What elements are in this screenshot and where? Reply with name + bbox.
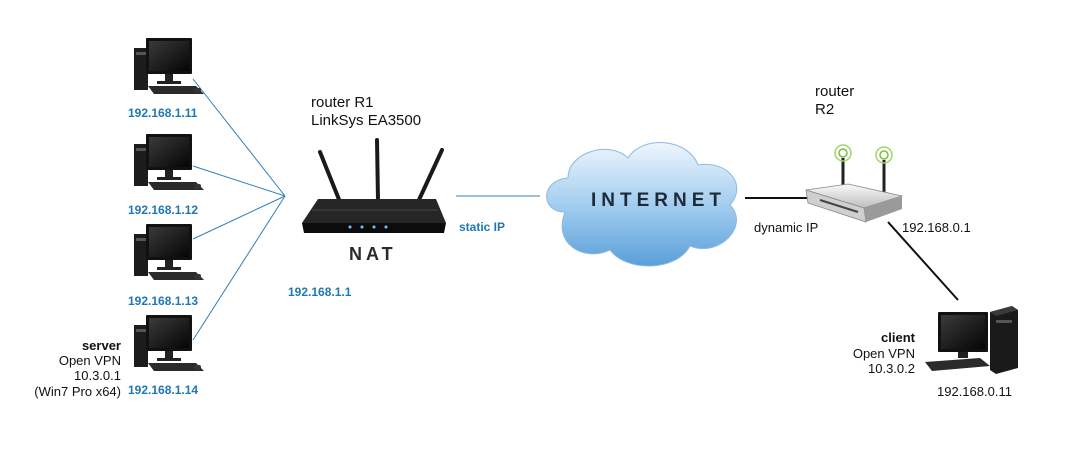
desktop-computer-icon bbox=[134, 315, 204, 371]
pc-ip-label: 192.168.1.13 bbox=[128, 294, 199, 308]
lan-link-pc3 bbox=[192, 195, 286, 240]
cloud-icon bbox=[546, 142, 738, 267]
client-vpn-ip: 10.3.0.2 bbox=[868, 361, 915, 376]
router-icon bbox=[302, 138, 446, 233]
desktop-computer-icon bbox=[134, 134, 204, 190]
server-os-label: (Win7 Pro x64) bbox=[34, 384, 121, 399]
static-ip-label: static IP bbox=[459, 220, 506, 234]
client-vpn-label: Open VPN bbox=[852, 346, 915, 361]
router-r1-lan-ip: 192.168.1.1 bbox=[288, 285, 352, 299]
router-r2-lan-ip: 192.168.0.1 bbox=[902, 220, 971, 235]
wireless-router-icon bbox=[805, 144, 904, 223]
pc-ip-label: 192.168.1.12 bbox=[128, 203, 199, 217]
desktop-computer-icon bbox=[925, 306, 1018, 374]
internet-label: INTERNET bbox=[591, 190, 726, 211]
router-r1-title: router R1 bbox=[311, 94, 374, 111]
pc-ip-label: 192.168.1.14 bbox=[128, 383, 199, 397]
router-r1-model: LinkSys EA3500 bbox=[311, 112, 422, 129]
lan-link-pc4 bbox=[192, 195, 286, 341]
lan-link-pc1 bbox=[192, 78, 286, 197]
lan-link-pc2 bbox=[192, 165, 286, 197]
pc-ip-label: 192.168.1.11 bbox=[128, 106, 198, 120]
server-vpn-ip: 10.3.0.1 bbox=[74, 368, 121, 383]
desktop-computer-icon bbox=[134, 224, 204, 280]
client-title: client bbox=[881, 330, 915, 345]
router-r2-title: router bbox=[815, 83, 855, 100]
dynamic-ip-label: dynamic IP bbox=[754, 220, 819, 235]
client-lan-ip: 192.168.0.11 bbox=[937, 384, 1012, 399]
lan-link-client bbox=[887, 221, 959, 301]
router-r2-name: R2 bbox=[815, 101, 835, 118]
nat-label: NAT bbox=[349, 244, 397, 264]
server-vpn-label: Open VPN bbox=[58, 353, 121, 368]
desktop-computer-icon bbox=[134, 38, 204, 94]
server-title: server bbox=[81, 338, 121, 353]
